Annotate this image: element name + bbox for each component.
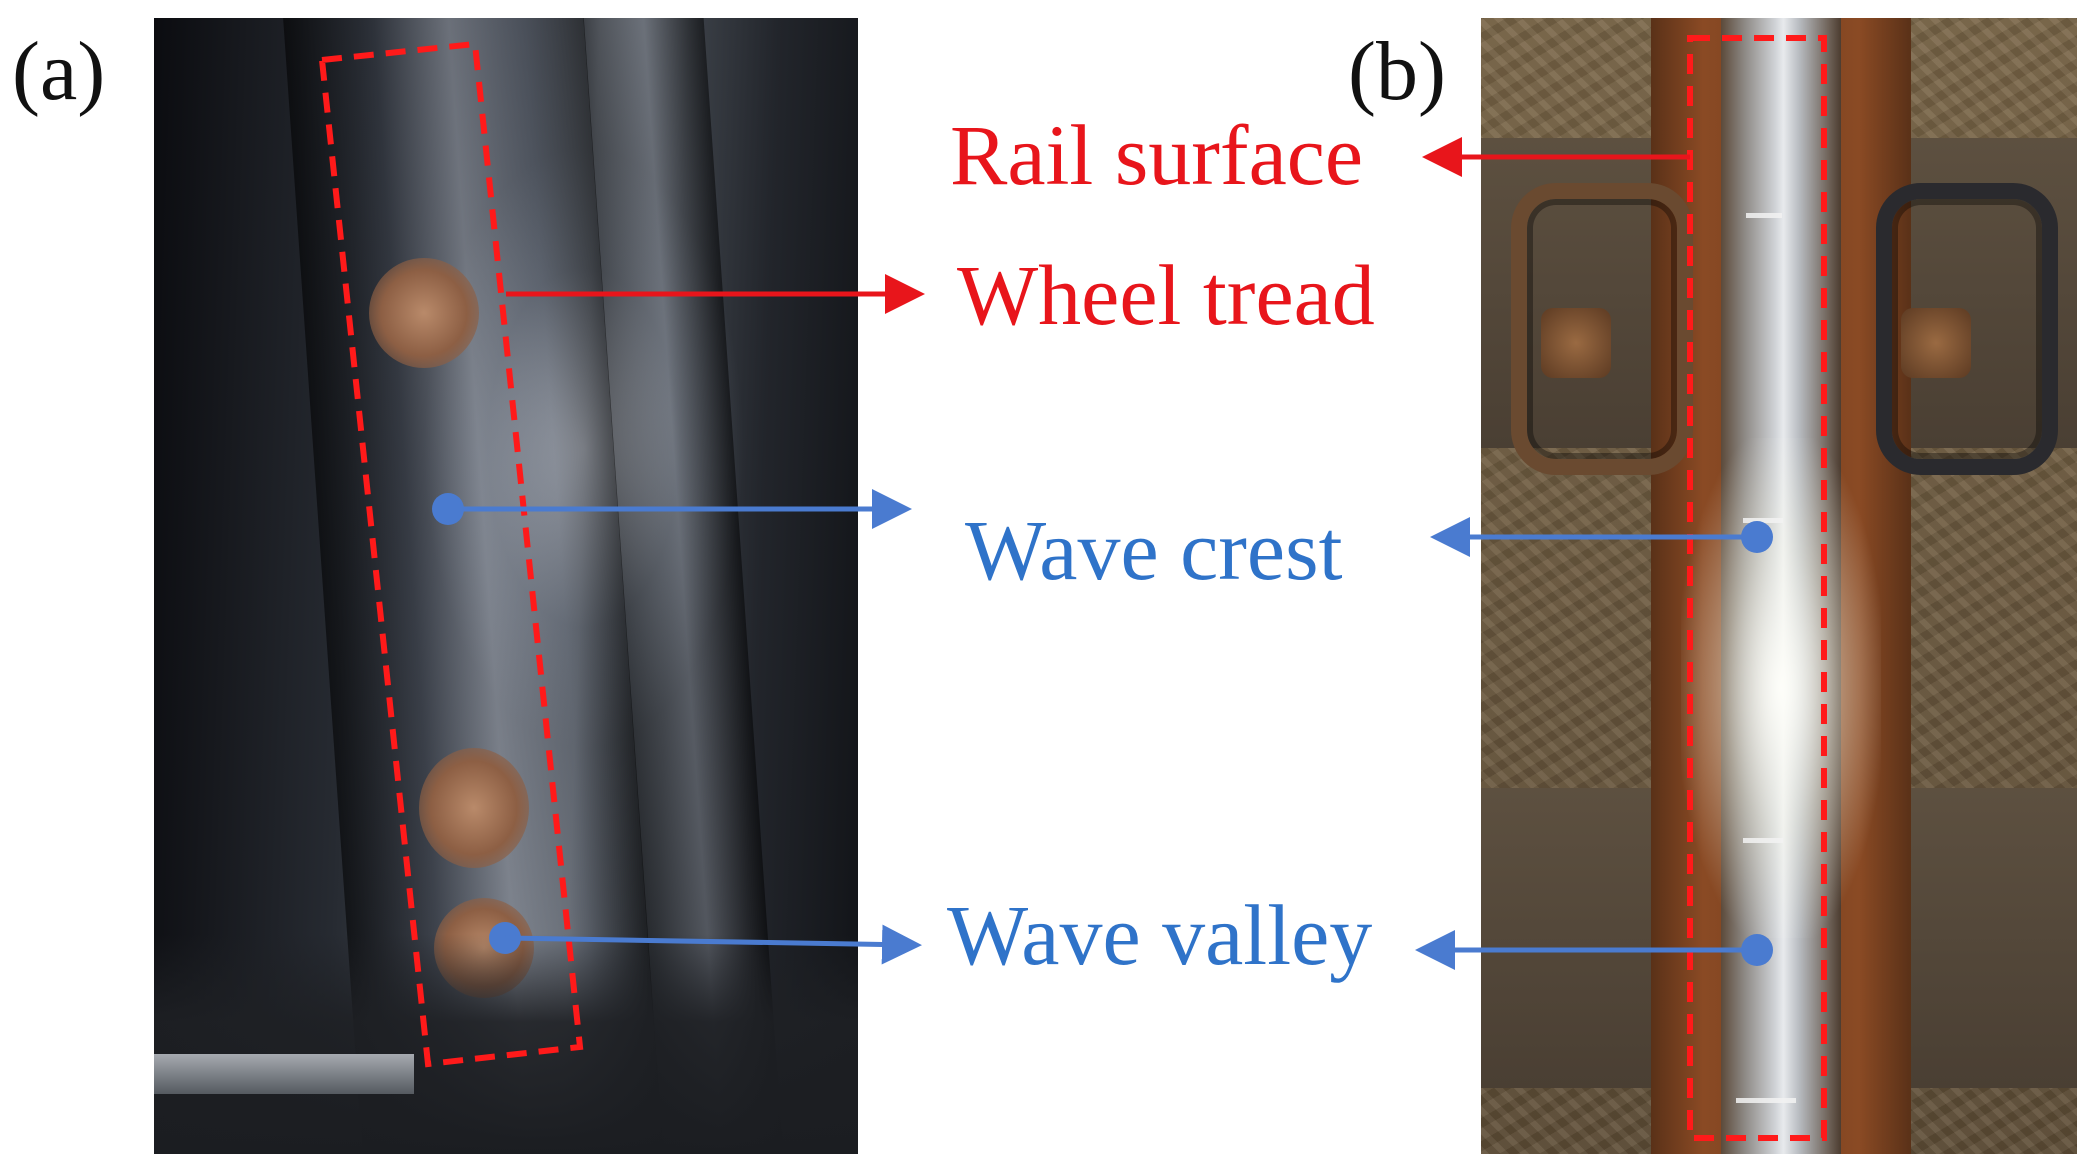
wheel-tread-highlight-box — [318, 40, 584, 1068]
fastener-bolt — [1541, 308, 1611, 378]
panel-label-b: (b) — [1348, 25, 1446, 118]
rail-surface-label: Rail surface — [950, 107, 1364, 203]
track-rail — [154, 1054, 414, 1094]
panel-label-a: (a) — [12, 25, 106, 118]
fastener-bolt — [1901, 308, 1971, 378]
undercarriage-shadow — [154, 934, 858, 1154]
wave-valley-label: Wave valley — [947, 887, 1373, 983]
rail-mark — [1743, 838, 1783, 843]
wheel-photo — [154, 18, 858, 1154]
wheel-tread-label: Wheel tread — [957, 247, 1375, 343]
wave-valley-pointer-a — [504, 924, 922, 965]
rust-spot — [369, 258, 479, 368]
rail-mark — [1743, 518, 1783, 523]
wave-crest-label: Wave crest — [965, 502, 1343, 598]
rail-photo — [1481, 18, 2077, 1154]
rust-spot — [419, 748, 529, 868]
rail-surface-highlight-box — [1687, 35, 1827, 1141]
rail-fastener-clip — [1876, 183, 2058, 475]
rail-mark — [1746, 213, 1782, 218]
rail-mark — [1736, 1098, 1796, 1103]
